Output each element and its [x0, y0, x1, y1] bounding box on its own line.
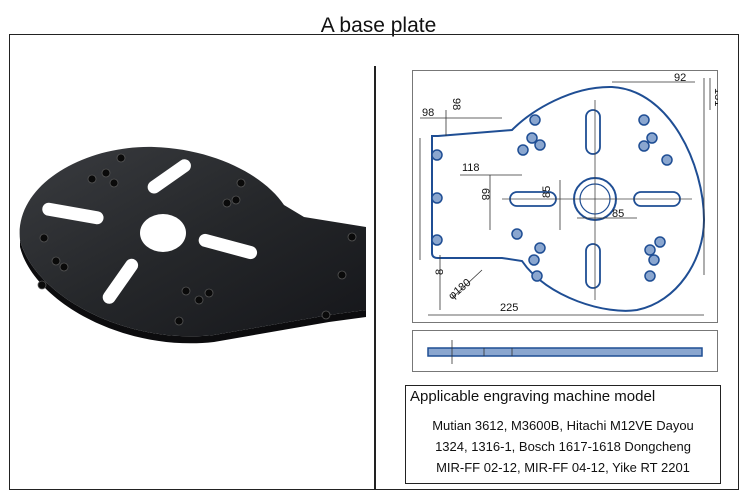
- mount-hole: [222, 198, 232, 208]
- mount-hole: [511, 228, 523, 240]
- dim-98-vertical: 98: [450, 98, 462, 110]
- mount-hole: [194, 295, 204, 305]
- mount-hole: [59, 262, 69, 272]
- mount-hole: [529, 114, 541, 126]
- mount-hole: [116, 153, 126, 163]
- models-line: 1324, 1316-1, Bosch 1617-1618 Dongcheng: [435, 439, 691, 454]
- mount-hole: [526, 132, 538, 144]
- panel-divider: [374, 66, 376, 490]
- slot: [585, 109, 601, 155]
- side-view-drawing: [412, 330, 718, 372]
- mount-hole: [321, 310, 331, 320]
- mount-hole: [644, 270, 656, 282]
- dim-92: 92: [674, 72, 686, 84]
- models-line: MIR-FF 02-12, MIR-FF 04-12, Yike RT 2201: [436, 460, 690, 475]
- mount-hole: [528, 254, 540, 266]
- mount-hole: [534, 242, 546, 254]
- mount-hole: [648, 254, 660, 266]
- slot: [102, 258, 139, 304]
- dim-8: 8: [434, 269, 446, 275]
- mount-hole: [204, 288, 214, 298]
- mount-hole: [638, 140, 650, 152]
- mount-hole: [431, 149, 443, 161]
- mount-hole: [531, 270, 543, 282]
- mount-hole: [431, 234, 443, 246]
- mount-hole: [661, 154, 673, 166]
- dim-131: 131: [712, 88, 718, 106]
- dim-180: φ180: [446, 277, 473, 303]
- slot: [147, 159, 191, 194]
- mount-hole: [646, 132, 658, 144]
- mount-hole: [174, 316, 184, 326]
- slot: [198, 233, 258, 260]
- mount-hole: [236, 178, 246, 188]
- base-plate-photo: [19, 146, 366, 344]
- mount-hole: [644, 244, 656, 256]
- models-list: Mutian 3612, M3600B, Hitachi M12VE Dayou…: [406, 415, 720, 478]
- slot: [42, 202, 104, 225]
- dim-98: 98: [422, 107, 434, 119]
- mount-hole: [638, 114, 650, 126]
- mount-hole: [534, 139, 546, 151]
- compatible-models-box: Applicable engraving machine model Mutia…: [405, 385, 721, 484]
- mount-hole: [51, 256, 61, 266]
- mount-hole: [231, 195, 241, 205]
- dim-118: 118: [462, 162, 480, 174]
- dim-85-horizontal: 85: [612, 208, 624, 220]
- models-line: Mutian 3612, M3600B, Hitachi M12VE Dayou: [432, 418, 694, 433]
- mount-hole: [87, 174, 97, 184]
- mount-hole: [101, 168, 111, 178]
- slot: [585, 243, 601, 289]
- mount-hole: [517, 144, 529, 156]
- mount-hole: [337, 270, 347, 280]
- center-hole: [140, 214, 186, 252]
- mount-hole: [181, 286, 191, 296]
- mount-hole: [109, 178, 119, 188]
- dim-85-vertical: 85: [541, 186, 553, 198]
- mount-hole: [431, 192, 443, 204]
- mount-hole: [37, 280, 47, 290]
- technical-drawing: 92 131 98 98 118 68 100 85 85 8 φ180 225: [412, 70, 718, 323]
- mount-hole: [654, 236, 666, 248]
- plate-outline: [431, 85, 706, 312]
- models-heading: Applicable engraving machine model: [410, 388, 656, 405]
- page-title: A base plate: [0, 14, 749, 38]
- mount-hole: [39, 233, 49, 243]
- dim-68: 68: [479, 188, 491, 200]
- mount-hole: [347, 232, 357, 242]
- dim-225: 225: [500, 302, 518, 314]
